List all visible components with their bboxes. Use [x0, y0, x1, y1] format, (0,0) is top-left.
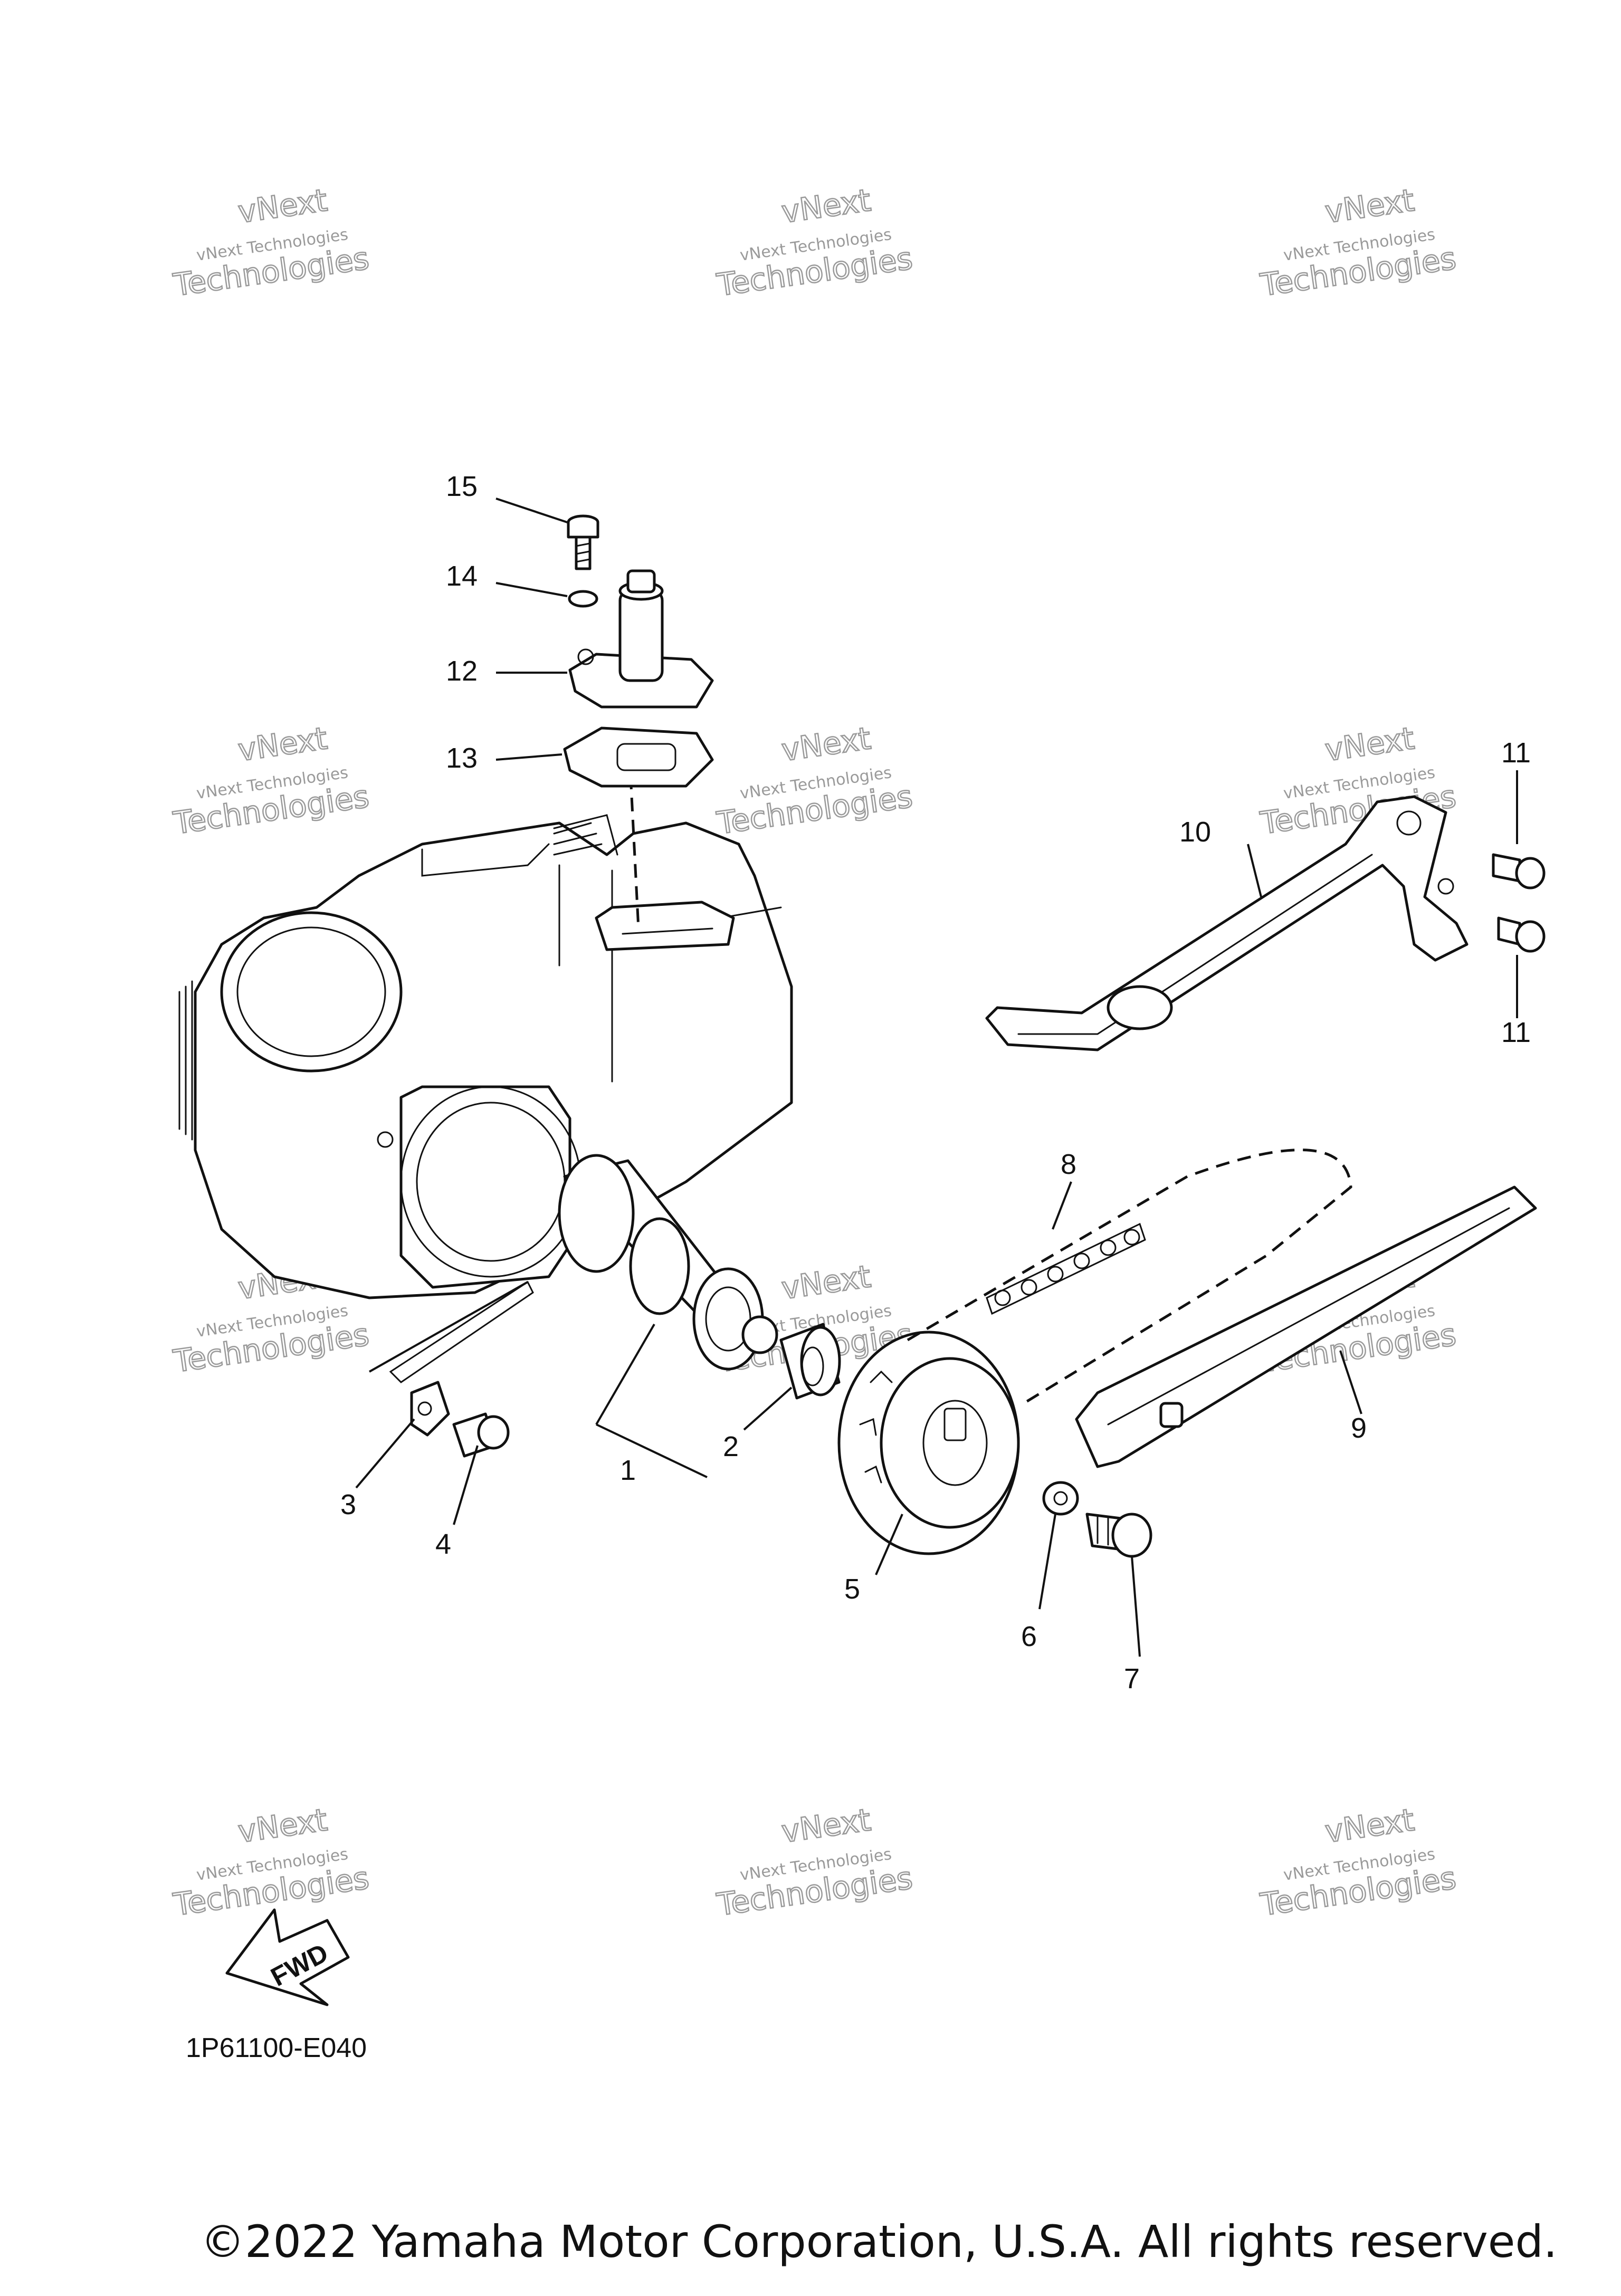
watermark: vNext vNext Technologies Technologies — [714, 720, 916, 842]
watermark-line1: vNext — [236, 720, 329, 768]
fwd-arrow-icon: FWD — [225, 1908, 350, 2006]
cam-chain-tensioner — [568, 569, 714, 709]
tensioner-gasket — [563, 726, 714, 788]
callout-13: 13 — [446, 742, 478, 774]
watermark: vNext vNext Technologies Technologies — [714, 1801, 916, 1924]
camshaft — [558, 1154, 778, 1371]
bolt-11-lower — [1497, 916, 1546, 953]
watermark: vNext vNext Technologies Technologies — [1257, 181, 1459, 304]
cooling-fins — [178, 822, 603, 1141]
callout-8: 8 — [1061, 1149, 1076, 1180]
watermark-line1: vNext — [1323, 720, 1416, 768]
watermark: vNext vNext Technologies Technologies — [1257, 1801, 1459, 1924]
callout-1: 1 — [620, 1455, 636, 1486]
callout-5: 5 — [844, 1573, 860, 1605]
bolt-11-upper — [1492, 853, 1546, 889]
leader-lines — [355, 498, 1518, 1657]
cam-chain — [907, 1149, 1352, 1405]
callout-11-upper: 11 — [1501, 737, 1531, 769]
washer-6 — [1042, 1481, 1079, 1516]
callout-11-lower: 11 — [1501, 1017, 1531, 1048]
watermark-line1: vNext — [779, 1802, 873, 1850]
copyright-notice: ©2022 Yamaha Motor Corporation, U.S.A. A… — [201, 2216, 1558, 2268]
watermark-line1: vNext — [1323, 1802, 1416, 1850]
callout-2: 2 — [723, 1431, 739, 1462]
watermark-line1: vNext — [1323, 182, 1416, 230]
bolt-4 — [452, 1412, 510, 1458]
tensioner-guide — [985, 795, 1469, 1051]
watermark: vNext vNext Technologies Technologies — [714, 181, 916, 304]
bolt-15 — [567, 514, 599, 570]
callout-14: 14 — [446, 560, 478, 592]
chain-guide — [1075, 1185, 1537, 1468]
watermark-line1: vNext — [236, 182, 329, 230]
bolt-7 — [1085, 1513, 1152, 1558]
washer-14 — [568, 590, 598, 608]
callout-4: 4 — [435, 1528, 451, 1560]
watermark-line1: vNext — [236, 1802, 329, 1850]
callout-10: 10 — [1179, 816, 1211, 848]
watermark: vNext vNext Technologies Technologies — [170, 1801, 372, 1924]
tensioner-alignment-line — [629, 775, 640, 929]
watermark: vNext vNext Technologies Technologies — [170, 181, 372, 304]
watermark-line1: vNext — [779, 1258, 873, 1306]
callout-6: 6 — [1021, 1621, 1037, 1652]
locking-plate — [410, 1381, 450, 1437]
callout-labels: 15 14 12 13 10 11 11 8 9 1 2 3 4 5 6 7 — [340, 471, 1531, 1695]
watermark: vNext vNext Technologies Technologies — [170, 720, 372, 842]
cam-bearing — [779, 1323, 841, 1400]
washer-6-hole — [1053, 1491, 1068, 1506]
cam-sprocket — [837, 1331, 1020, 1555]
locking-plate-hole — [417, 1401, 432, 1416]
callout-15: 15 — [446, 471, 478, 502]
watermark-line1: vNext — [779, 182, 873, 230]
callout-7: 7 — [1124, 1663, 1140, 1695]
watermark-line1: vNext — [779, 720, 873, 768]
callout-3: 3 — [340, 1489, 356, 1520]
callout-9: 9 — [1351, 1412, 1367, 1444]
callout-12: 12 — [446, 655, 478, 687]
drawing-code: 1P61100-E040 — [186, 2033, 367, 2063]
